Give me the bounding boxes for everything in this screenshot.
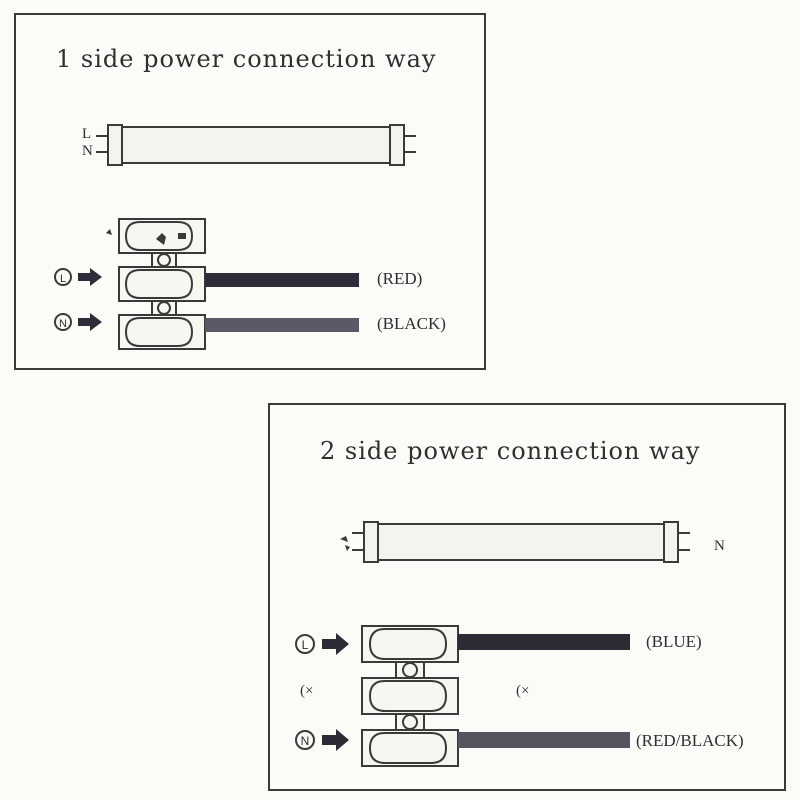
wire-label-blue: (BLUE) [646,632,702,651]
terminal-symbol-l-1: L [60,273,66,285]
two-side-connection-panel: 2 side power connection way N [268,403,786,791]
wire-red-black [458,732,630,748]
wire-red [205,273,359,287]
panel-2-title: 2 side power connection way [320,437,701,465]
tube-2-drawing [340,521,690,563]
connector-block-2: L N [295,625,630,767]
tube-2-label-n: N [714,538,725,554]
wire-label-red-black: (RED/BLACK) [636,731,744,750]
cross-mark-left: (× [300,683,314,699]
tube-label-l: L [82,126,92,142]
wire-label-red: (RED) [377,269,423,288]
wire-black [205,318,359,332]
terminal-symbol-n-1: N [59,318,67,330]
wire-blue [458,634,630,650]
tube-label-n: N [82,143,93,159]
wire-label-black: (BLACK) [377,314,446,333]
tube-1-drawing [96,124,416,166]
connector-block-1: L N [54,218,359,350]
cross-mark-right: (× [516,683,530,699]
one-side-connection-panel: 1 side power connection way L N [14,13,486,370]
terminal-symbol-l-2: L [302,638,309,652]
panel-1-title: 1 side power connection way [56,45,437,73]
terminal-symbol-n-2: N [301,734,310,748]
